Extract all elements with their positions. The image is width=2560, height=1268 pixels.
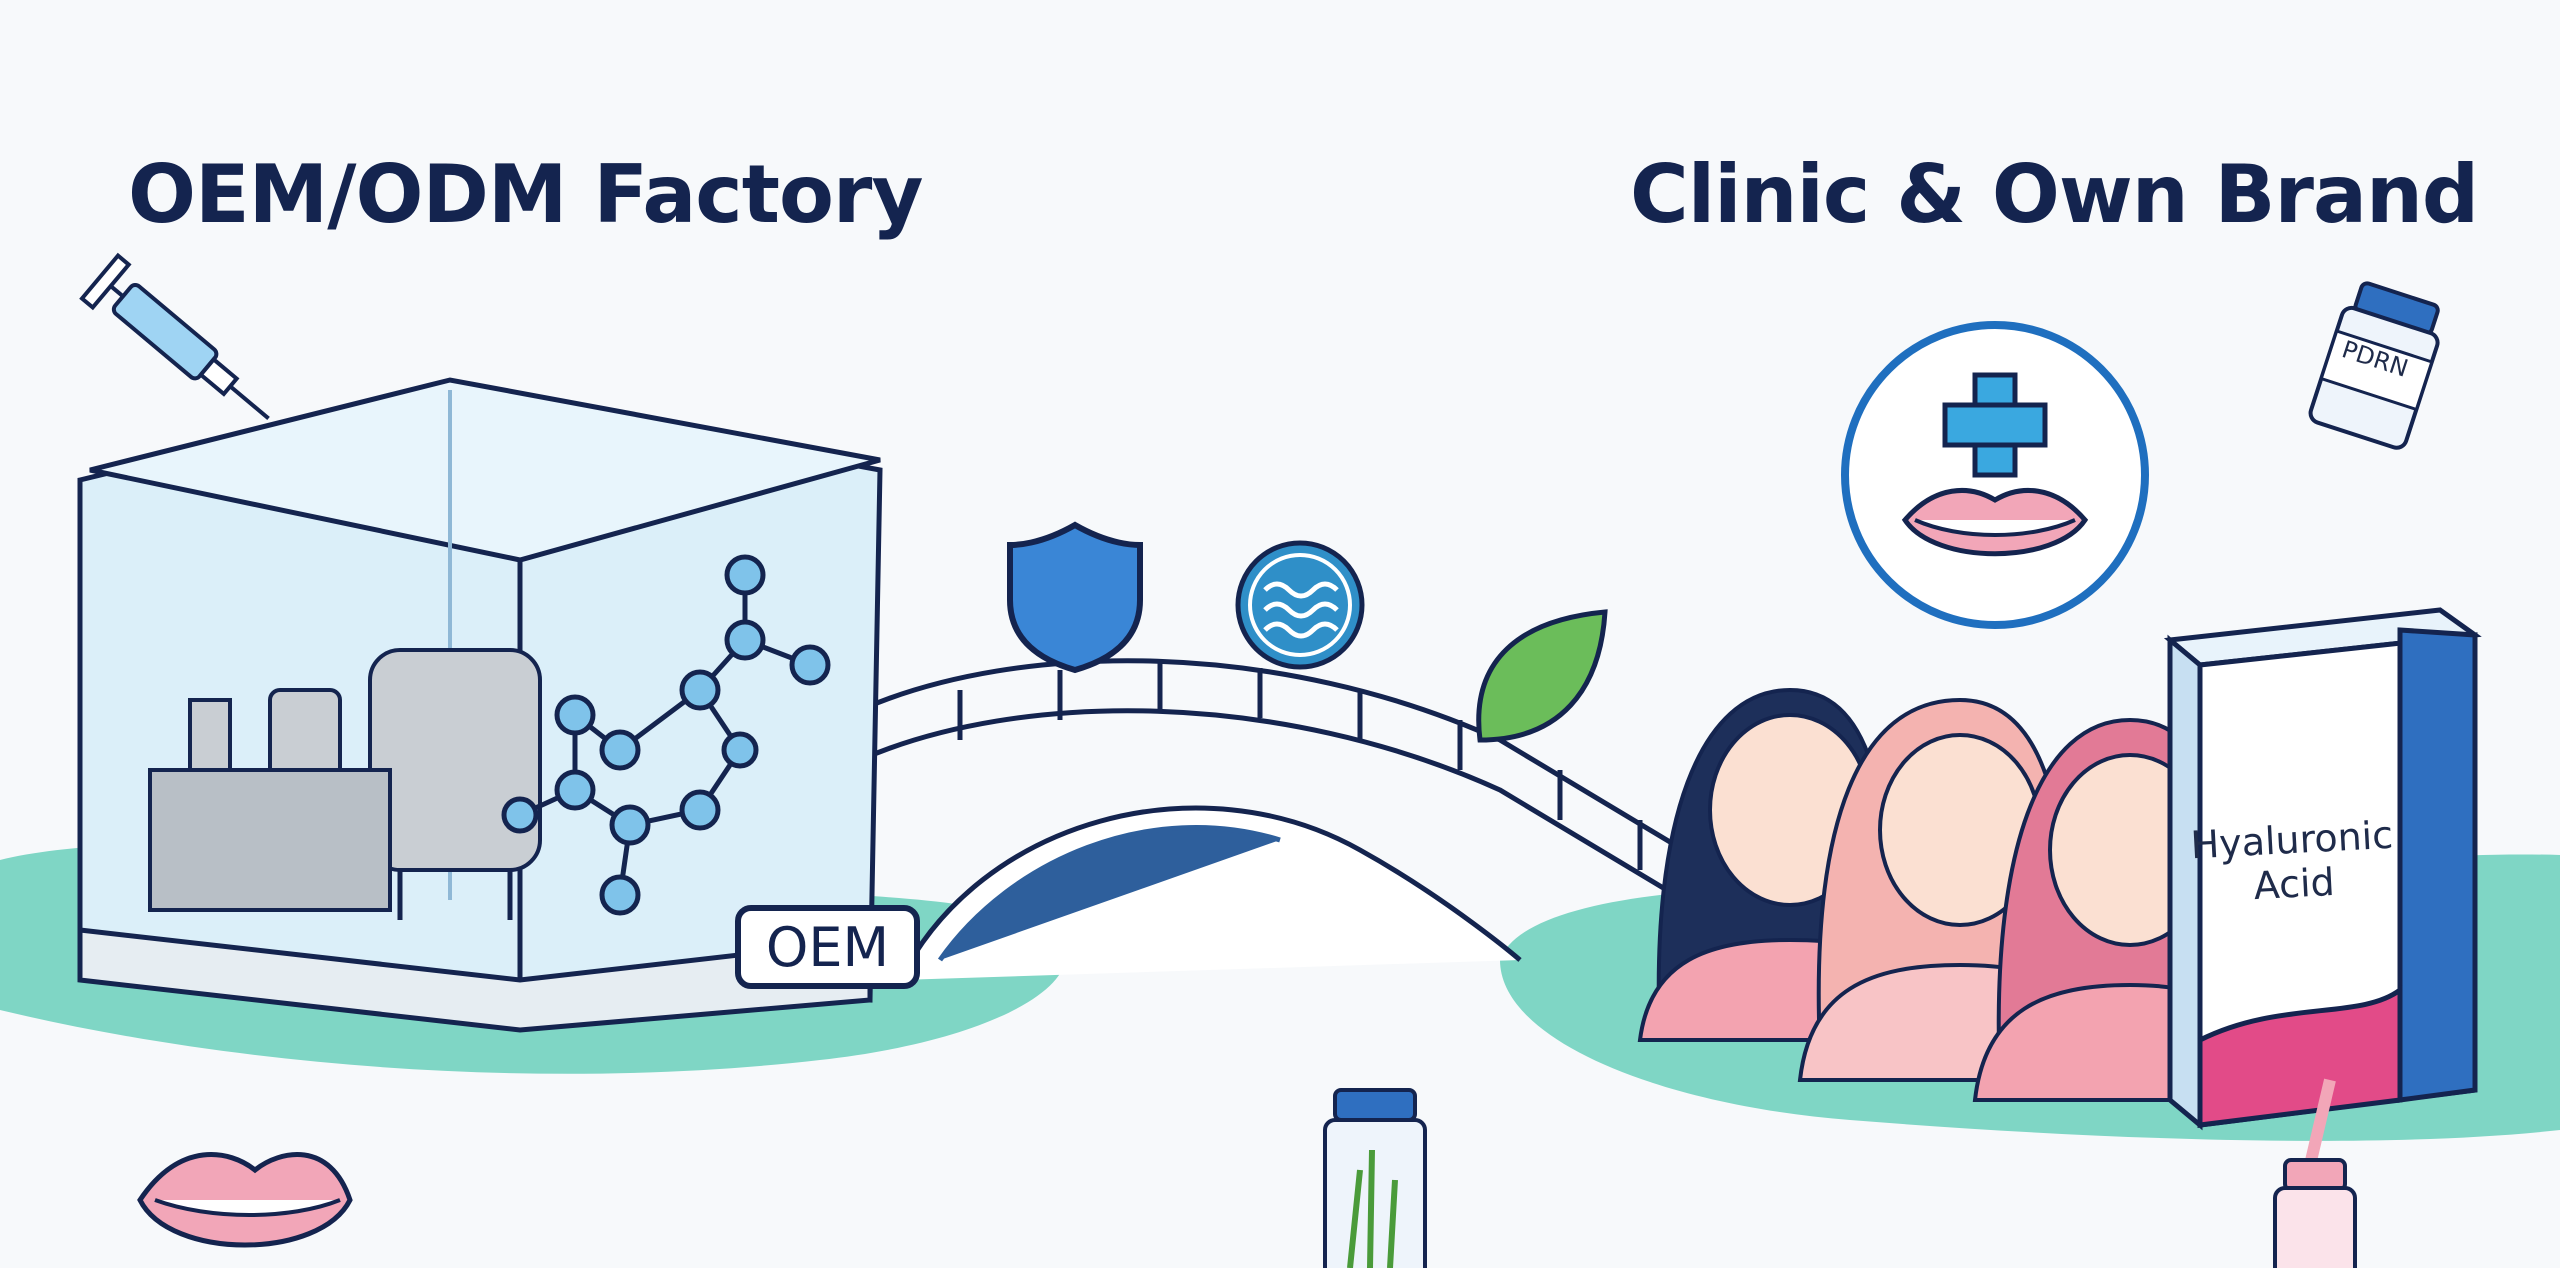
- shield-icon: [1007, 521, 1143, 674]
- medical-cross-icon: [1841, 321, 2149, 629]
- sample-vial: [1323, 1088, 1427, 1268]
- water-icon: [1235, 540, 1365, 670]
- group-of-women: [1637, 687, 2268, 1102]
- factory-heading: OEM/ODM Factory: [128, 148, 924, 241]
- product-box: [2163, 607, 2482, 1131]
- syringe-icon: [79, 252, 270, 420]
- factory-building: [77, 377, 883, 1033]
- molecule-icon: [501, 554, 831, 916]
- oem-tag: OEM: [735, 905, 920, 989]
- leaf-icon: [1476, 609, 1608, 743]
- brand-heading: Clinic & Own Brand: [1630, 148, 2479, 241]
- bridge: [858, 658, 1702, 982]
- vial-icon: [2308, 281, 2440, 450]
- product-box-label: Hyaluronic Acid: [2176, 812, 2410, 912]
- lips-icon: [137, 1152, 353, 1248]
- dropper-bottle: [2273, 1078, 2357, 1268]
